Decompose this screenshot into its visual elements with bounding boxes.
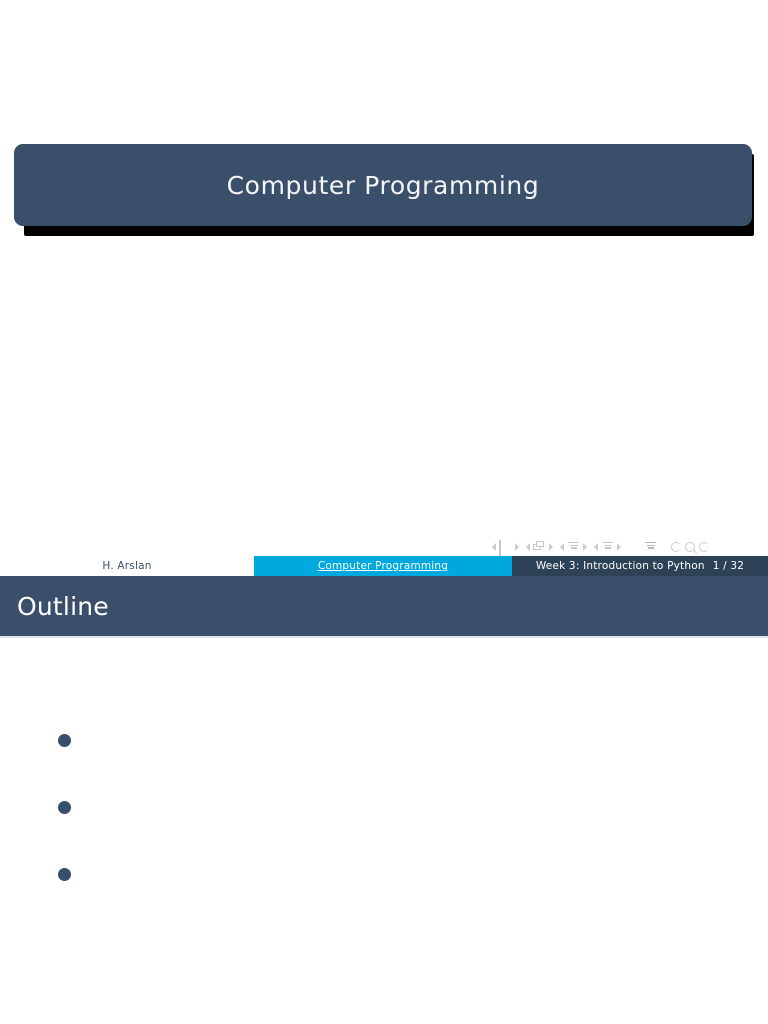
- beamer-navigation-symbols[interactable]: [492, 539, 760, 561]
- outline-list: [0, 638, 768, 1024]
- footer-title[interactable]: Computer Programming: [254, 556, 512, 576]
- page-title: Outline: [17, 591, 109, 621]
- list-item[interactable]: [58, 734, 85, 747]
- title-block: Computer Programming: [14, 144, 754, 236]
- slide-icon[interactable]: [499, 540, 512, 561]
- undo-icon[interactable]: [671, 541, 681, 552]
- section-navigation-group[interactable]: [594, 541, 621, 552]
- next-subsection-icon[interactable]: [583, 542, 587, 551]
- outline-header-bar: Outline: [0, 576, 768, 636]
- previous-slide-icon[interactable]: [492, 542, 496, 551]
- presentation-icon[interactable]: [644, 541, 657, 552]
- bullet-dot-icon: [58, 734, 71, 747]
- presentation-title: Computer Programming: [226, 170, 540, 200]
- section-icon[interactable]: [601, 541, 614, 552]
- subsection-navigation-group[interactable]: [560, 541, 587, 552]
- bullet-dot-icon: [58, 868, 71, 881]
- search-icon[interactable]: [685, 541, 695, 552]
- previous-subsection-icon[interactable]: [560, 542, 564, 551]
- list-item[interactable]: [58, 801, 85, 814]
- title-block-panel: Computer Programming: [14, 144, 752, 226]
- slide-footer: H. Arslan Computer Programming Week 3: I…: [0, 556, 768, 576]
- footer-date-label: Week 3: Introduction to Python: [535, 560, 705, 572]
- slide-title-page: Computer Programming: [0, 0, 768, 576]
- list-item[interactable]: [58, 868, 85, 881]
- slide-outline-page: Outline: [0, 576, 768, 1024]
- footer-author: H. Arslan: [0, 556, 254, 576]
- navigation-controls[interactable]: [671, 541, 709, 552]
- next-slide-icon[interactable]: [515, 542, 519, 551]
- slide-navigation-group[interactable]: [492, 540, 519, 561]
- frame-icon[interactable]: [533, 541, 546, 552]
- outline-header-divider: [0, 636, 768, 638]
- redo-icon[interactable]: [699, 541, 709, 552]
- footer-page-indicator: 1 / 32: [712, 560, 745, 572]
- footer-title-link[interactable]: Computer Programming: [317, 560, 449, 572]
- frame-navigation-group[interactable]: [526, 541, 553, 552]
- previous-frame-icon[interactable]: [526, 542, 530, 551]
- bullet-dot-icon: [58, 801, 71, 814]
- previous-section-icon[interactable]: [594, 542, 598, 551]
- subsection-icon[interactable]: [567, 541, 580, 552]
- footer-meta: Week 3: Introduction to Python 1 / 32: [512, 556, 768, 576]
- footer-author-label: H. Arslan: [102, 560, 152, 572]
- next-frame-icon[interactable]: [549, 542, 553, 551]
- next-section-icon[interactable]: [617, 542, 621, 551]
